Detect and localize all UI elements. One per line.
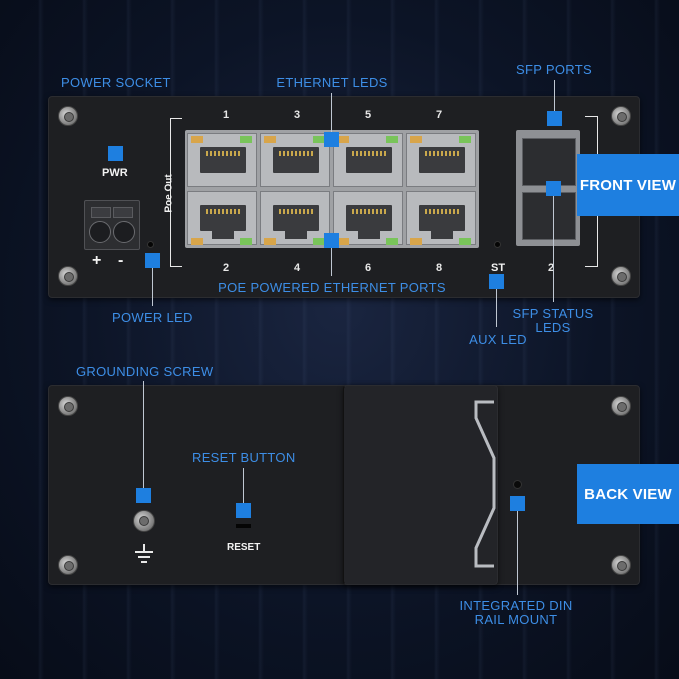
aux-led-label: AUX LED — [469, 332, 527, 347]
ethernet-leds-line — [331, 93, 332, 133]
back-screw-bottom-right — [611, 555, 631, 575]
back-view-tag: BACK VIEW — [577, 464, 679, 524]
back-screw-bottom-left — [58, 555, 78, 575]
sfp-status-label: SFP STATUS — [512, 306, 594, 321]
din-rail-screw-hole — [513, 480, 522, 489]
ethernet-port-block — [185, 130, 479, 248]
port-led-green — [240, 238, 252, 245]
st-label: ST — [491, 262, 506, 274]
sfp-port-2 — [522, 192, 576, 240]
grounding-screw — [133, 510, 155, 532]
pwr-label: PWR — [102, 167, 128, 179]
screw-top-left — [58, 106, 78, 126]
screw-top-right — [611, 106, 631, 126]
aux-led-marker — [489, 274, 504, 289]
ground-icon — [135, 544, 153, 563]
power-terminal-block — [84, 200, 140, 250]
poe-ports-line — [331, 248, 332, 276]
sfp-bracket-top — [585, 116, 598, 117]
port-led-orange — [337, 238, 349, 245]
sfp-ports-label: SFP PORTS — [516, 62, 592, 77]
port-led-green — [240, 136, 252, 143]
screw-bottom-right — [611, 266, 631, 286]
port-led-orange — [410, 136, 422, 143]
port-num-1: 1 — [222, 109, 230, 121]
din-rail-bracket — [343, 385, 498, 585]
ethernet-leds-label: ETHERNET LEDS — [276, 75, 388, 90]
sfp-ports-line — [554, 80, 555, 112]
ethernet-leds-marker — [324, 132, 339, 147]
port-led-orange — [337, 136, 349, 143]
port-num-3: 3 — [293, 109, 301, 121]
sfp-bracket-bottom — [585, 266, 598, 267]
power-socket-label: POWER SOCKET — [61, 75, 171, 90]
reset-text: RESET — [227, 542, 261, 553]
din-rail-clip — [474, 400, 496, 568]
back-screw-top-right — [611, 396, 631, 416]
grounding-screw-label: GROUNDING SCREW — [76, 364, 214, 379]
port-led-green — [386, 238, 398, 245]
back-screw-top-left — [58, 396, 78, 416]
reset-button-line — [243, 468, 244, 503]
reset-button-slot — [236, 524, 251, 528]
reset-button-marker — [236, 503, 251, 518]
port-led-orange — [264, 238, 276, 245]
port-num-8: 8 — [435, 262, 443, 274]
sfp-num-2: 2 — [547, 262, 555, 274]
power-led-marker — [145, 253, 160, 268]
poe-out-label: Poe Out — [163, 174, 175, 213]
port-led-green — [386, 136, 398, 143]
port-num-6: 6 — [364, 262, 372, 274]
sfp-ports-marker — [547, 111, 562, 126]
port-led-green — [313, 238, 325, 245]
ethernet-port-2 — [187, 191, 257, 245]
port-led-orange — [264, 136, 276, 143]
aux-led-line — [496, 289, 497, 327]
port-led-green — [459, 238, 471, 245]
power-led-line — [152, 268, 153, 306]
minus-label: - — [118, 252, 124, 269]
din-rail-label-2: RAIL MOUNT — [474, 612, 558, 627]
din-rail-line — [517, 511, 518, 595]
ethernet-port-4 — [260, 191, 330, 245]
plus-label: + — [92, 252, 102, 269]
poe-ports-label: POE POWERED ETHERNET PORTS — [218, 280, 446, 295]
port-num-5: 5 — [364, 109, 372, 121]
port-led-orange — [410, 238, 422, 245]
sfp-status-label-2: LEDS — [535, 320, 571, 335]
sfp-status-line — [553, 196, 554, 302]
power-socket-marker — [108, 146, 123, 161]
front-view-tag: FRONT VIEW — [577, 154, 679, 216]
grounding-screw-marker — [136, 488, 151, 503]
ethernet-port-8 — [406, 191, 476, 245]
poe-bracket-top — [170, 118, 182, 119]
reset-button-label: RESET BUTTON — [192, 450, 296, 465]
port-led-green — [313, 136, 325, 143]
poe-bracket-bottom — [170, 266, 182, 267]
port-led-orange — [191, 238, 203, 245]
power-led — [147, 241, 154, 248]
screw-bottom-left — [58, 266, 78, 286]
din-rail-marker — [510, 496, 525, 511]
port-num-4: 4 — [293, 262, 301, 274]
power-led-label: POWER LED — [112, 310, 193, 325]
port-led-green — [459, 136, 471, 143]
poe-bracket-side — [170, 118, 171, 266]
aux-led — [494, 241, 501, 248]
port-led-orange — [191, 136, 203, 143]
din-rail-label: INTEGRATED DIN — [459, 598, 573, 613]
ethernet-leds-marker-bottom — [324, 233, 339, 248]
sfp-port-1 — [522, 138, 576, 186]
ethernet-port-6 — [333, 191, 403, 245]
port-num-7: 7 — [435, 109, 443, 121]
grounding-screw-line — [143, 381, 144, 488]
port-num-2: 2 — [222, 262, 230, 274]
sfp-status-marker — [546, 181, 561, 196]
